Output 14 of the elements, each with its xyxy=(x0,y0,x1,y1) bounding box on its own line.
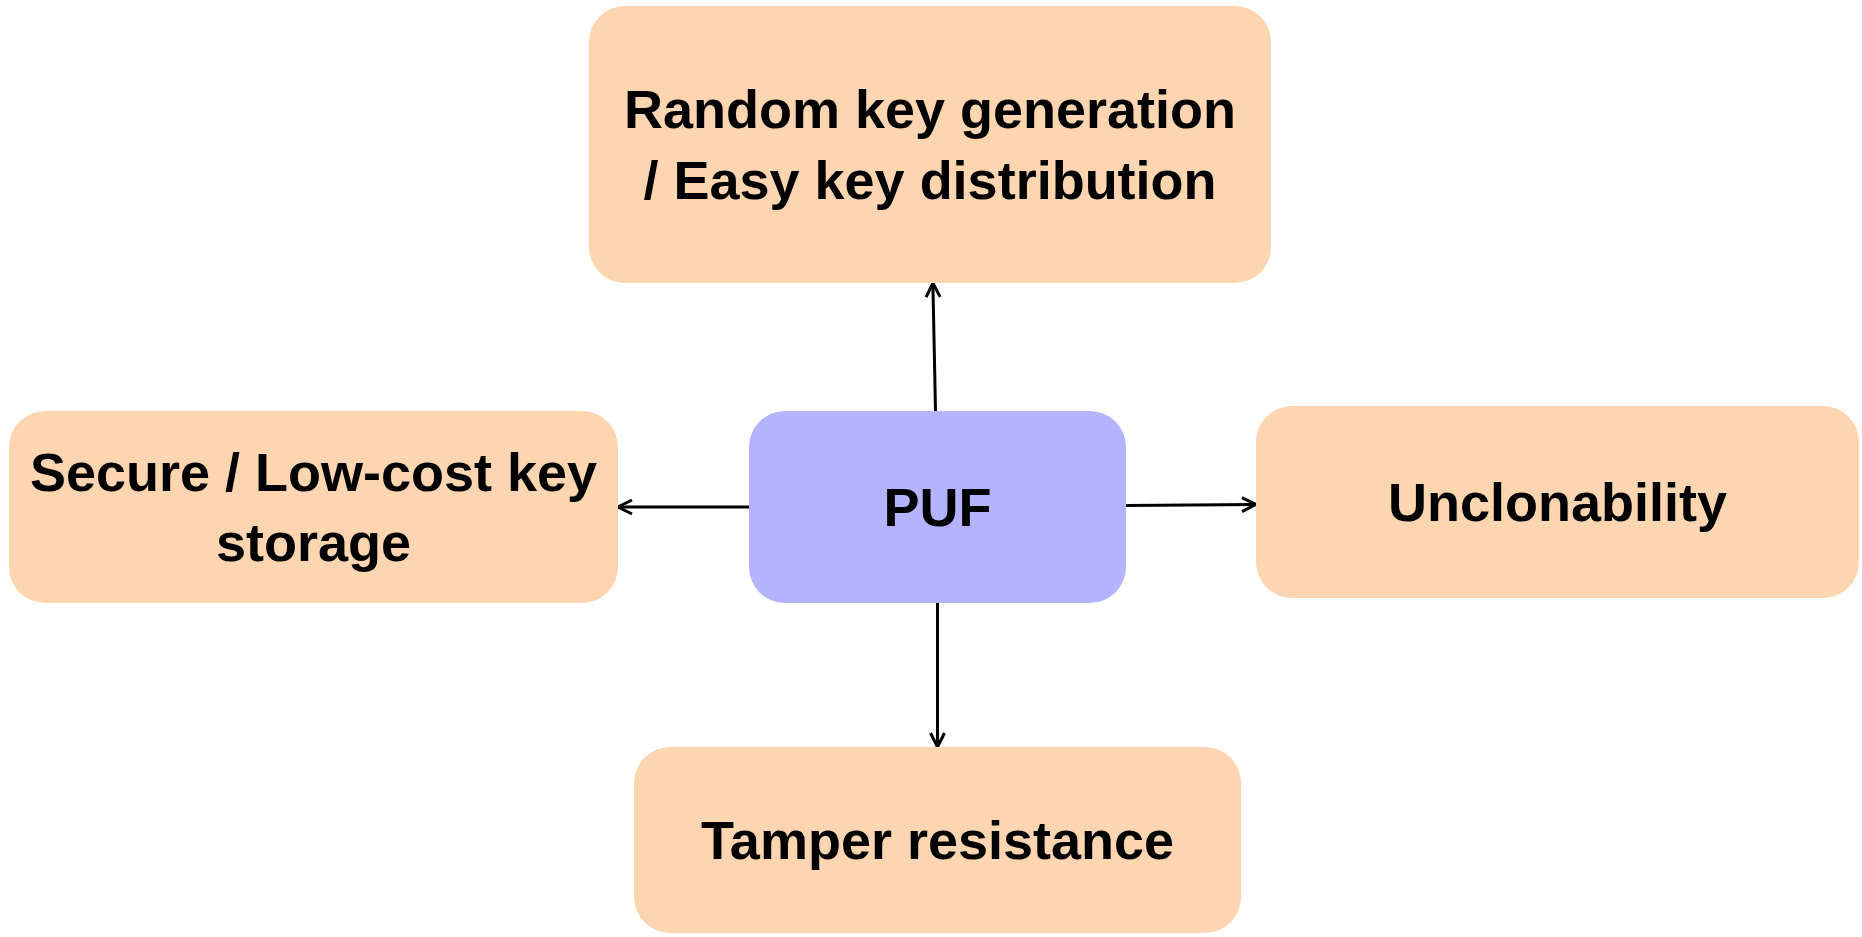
node-label: Secure / Low-cost key storage xyxy=(29,440,598,574)
arrow xyxy=(924,281,942,412)
puf-box xyxy=(749,411,1126,603)
node-label: Random key generation / Easy key distribution xyxy=(622,78,1238,212)
arrow xyxy=(929,603,946,749)
feature-box xyxy=(634,747,1241,933)
node-label: Unclonability xyxy=(1388,470,1727,534)
node-label: Tamper resistance xyxy=(700,808,1175,872)
feature-box xyxy=(589,6,1271,283)
arrow xyxy=(616,498,749,516)
feature-box xyxy=(1256,406,1859,598)
node-label: PUF xyxy=(883,475,992,539)
feature-box xyxy=(9,411,618,603)
arrow xyxy=(1126,496,1258,514)
